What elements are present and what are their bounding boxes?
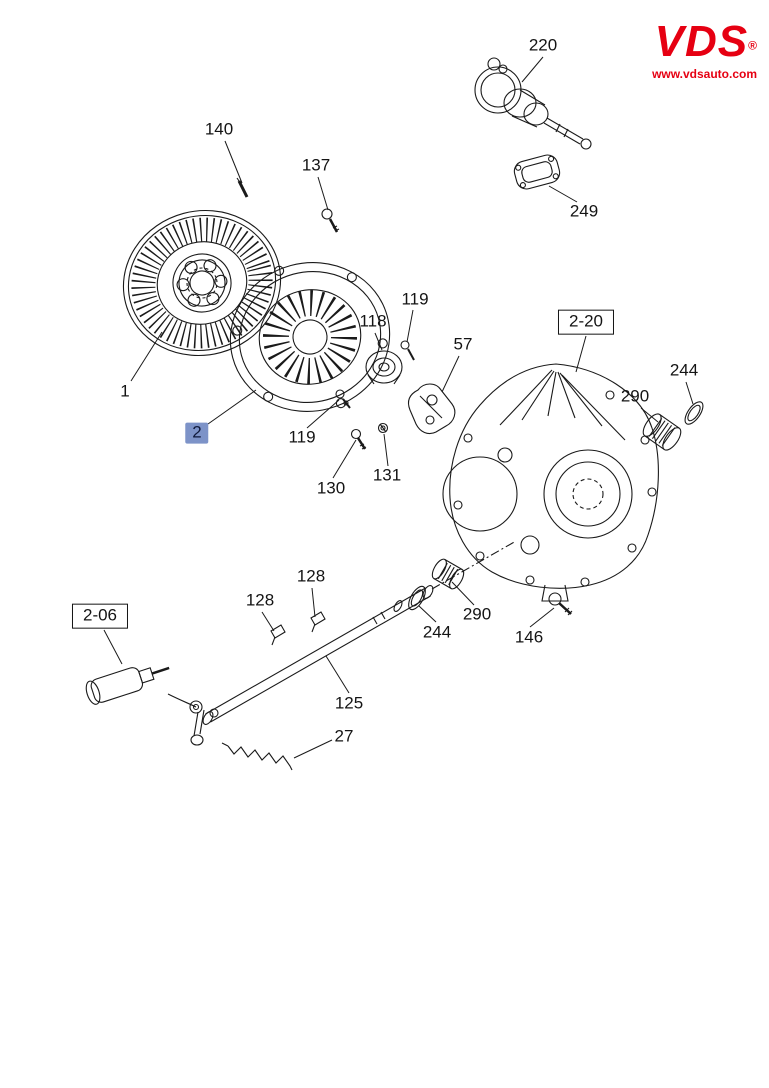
part-label-131[interactable]: 131	[372, 465, 402, 485]
clip-131	[377, 422, 389, 434]
part-label-119-upper[interactable]: 119	[401, 289, 429, 309]
leader-lines	[103, 56, 694, 759]
part-label-290-lower[interactable]: 290	[462, 604, 492, 624]
section-ref-2-20[interactable]: 2-20	[557, 309, 615, 335]
gasket-249	[513, 154, 561, 190]
clip-128-a	[270, 624, 286, 646]
brand-logo: VDS® www.vdsauto.com	[652, 17, 757, 82]
part-label-249[interactable]: 249	[569, 201, 599, 221]
part-label-220[interactable]: 220	[528, 35, 558, 55]
logo-url[interactable]: www.vdsauto.com	[652, 67, 757, 81]
seal-244-lower	[408, 585, 426, 611]
bolt-119-lower	[335, 389, 351, 409]
bolt-119-upper	[400, 340, 415, 361]
bolt-130	[350, 428, 367, 450]
release-bearing-118	[365, 350, 403, 385]
part-label-2-selected[interactable]: 2	[185, 422, 209, 444]
part-label-27[interactable]: 27	[334, 726, 354, 746]
shaft-125	[202, 585, 434, 725]
booster-assembly-220	[474, 57, 592, 150]
registered-mark: ®	[748, 38, 757, 53]
part-label-137[interactable]: 137	[301, 155, 331, 175]
part-label-128-left[interactable]: 128	[245, 590, 275, 610]
clutch-cover-2	[229, 262, 391, 412]
bolt-146	[548, 592, 573, 616]
part-label-125[interactable]: 125	[334, 693, 364, 713]
part-label-244-right[interactable]: 244	[669, 360, 699, 380]
pin-140	[236, 177, 249, 198]
part-label-128-right[interactable]: 128	[296, 566, 326, 586]
part-label-290-right[interactable]: 290	[620, 386, 650, 406]
bearing-290-lower	[431, 558, 465, 590]
part-label-57[interactable]: 57	[453, 334, 473, 354]
seal-244-right	[684, 401, 704, 425]
logo-text: VDS	[654, 17, 749, 66]
part-label-119-lower[interactable]: 119	[288, 427, 316, 447]
release-fork-57	[407, 383, 456, 435]
slave-cylinder-2-06	[85, 666, 219, 746]
clip-128-b	[310, 611, 326, 633]
bellhousing-2-20	[442, 363, 659, 602]
part-label-118[interactable]: 118	[359, 311, 387, 331]
part-label-146[interactable]: 146	[514, 627, 544, 647]
bolt-137	[321, 208, 340, 233]
centerline	[431, 540, 517, 590]
spring-27	[221, 742, 293, 771]
part-label-130[interactable]: 130	[316, 478, 346, 498]
part-label-1[interactable]: 1	[120, 381, 130, 401]
section-ref-2-06[interactable]: 2-06	[71, 603, 129, 629]
part-label-244-lower[interactable]: 244	[422, 622, 452, 642]
clutch-disc-1	[122, 209, 282, 357]
part-label-140[interactable]: 140	[204, 119, 234, 139]
bearing-290-right	[642, 413, 682, 451]
